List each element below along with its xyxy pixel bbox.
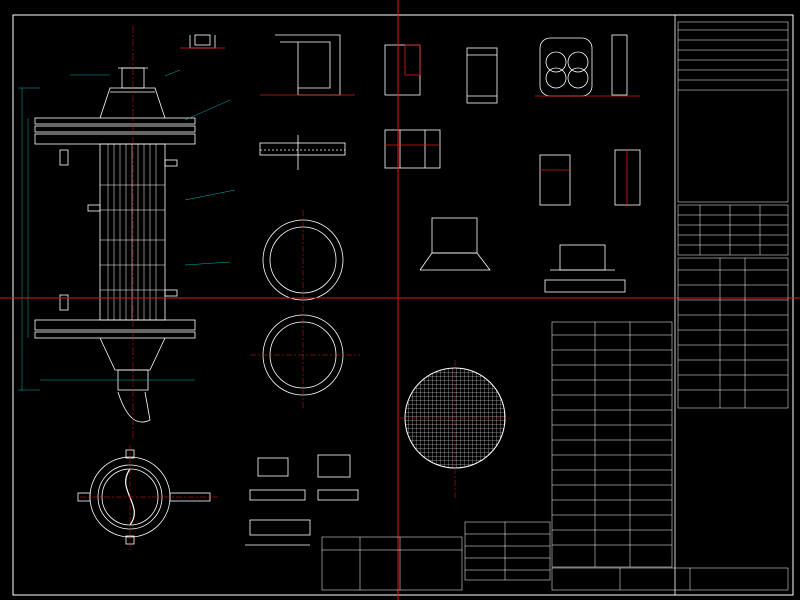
top-body-flange-2	[34, 125, 196, 133]
detail-h-view	[539, 149, 641, 206]
tube-bundle	[100, 144, 165, 320]
detail-b-view	[180, 34, 225, 49]
nozzle-schedule-table	[677, 257, 789, 409]
detail-f-view	[259, 135, 346, 170]
revision-block-table	[464, 521, 551, 581]
sheet-border	[12, 14, 794, 596]
support-lug-2	[59, 294, 69, 311]
drain-elbow	[117, 391, 151, 423]
elevation-dimensions	[18, 69, 236, 391]
small-detail-view	[245, 454, 359, 546]
top-body-flange	[34, 117, 196, 125]
bottom-tube-sheet	[34, 319, 196, 331]
elevation-view	[34, 67, 196, 423]
weld-detail-table	[321, 536, 463, 591]
nozzle-detail-view	[419, 217, 626, 293]
detail-d-view	[384, 44, 498, 104]
detail-e-view	[535, 34, 640, 97]
support-lug-1	[59, 149, 69, 166]
bill-of-materials-table	[551, 321, 673, 568]
general-notes-table	[677, 21, 789, 203]
side-nozzle-3	[87, 204, 101, 212]
bottom-body-flange	[34, 331, 196, 339]
detail-c-view	[260, 34, 355, 96]
detail-g-view	[384, 129, 441, 169]
title-block-table	[551, 567, 789, 591]
design-data-table	[677, 204, 789, 256]
side-nozzle-1	[164, 159, 178, 167]
side-nozzle-2	[164, 289, 178, 297]
